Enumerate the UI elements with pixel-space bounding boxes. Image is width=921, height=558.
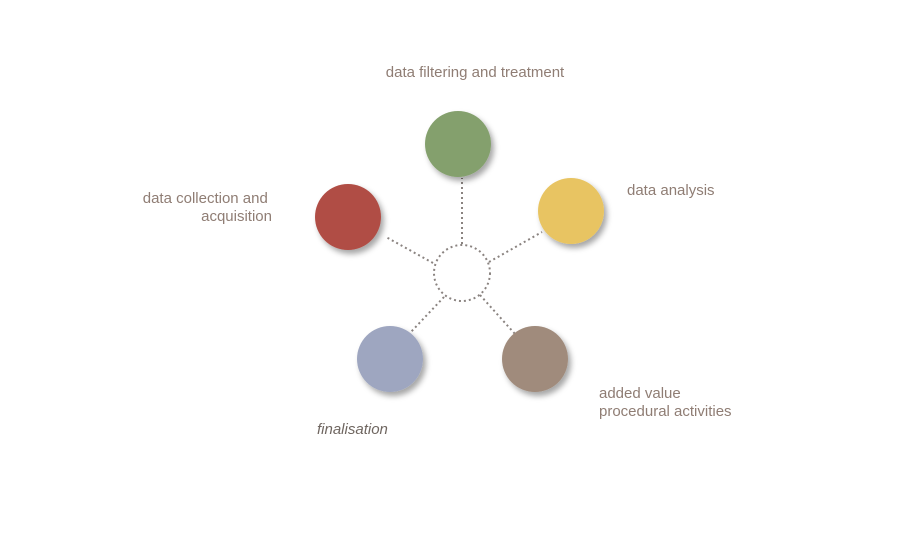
connector-right [488,231,543,263]
connector-bottom-left [408,296,445,335]
node-labels: data filtering and treatment data analys… [143,64,732,438]
connectors [385,178,543,335]
node-label-bottom-left: finalisation [317,421,388,438]
node-label-top: data filtering and treatment [386,64,565,81]
connector-bottom-right [479,294,516,335]
node-circle-left[interactable] [315,184,381,250]
node-label-left: data collection and acquisition [143,190,272,225]
node-circle-right[interactable] [538,178,604,244]
node-circle-bottom-left[interactable] [357,326,423,392]
node-circles [315,111,604,392]
hub-circle [433,244,491,302]
node-circle-bottom-right[interactable] [502,326,568,392]
connector-left [385,236,434,264]
node-circle-top[interactable] [425,111,491,177]
node-label-bottom-right: added value procedural activities [599,385,732,420]
node-label-right: data analysis [627,182,715,199]
